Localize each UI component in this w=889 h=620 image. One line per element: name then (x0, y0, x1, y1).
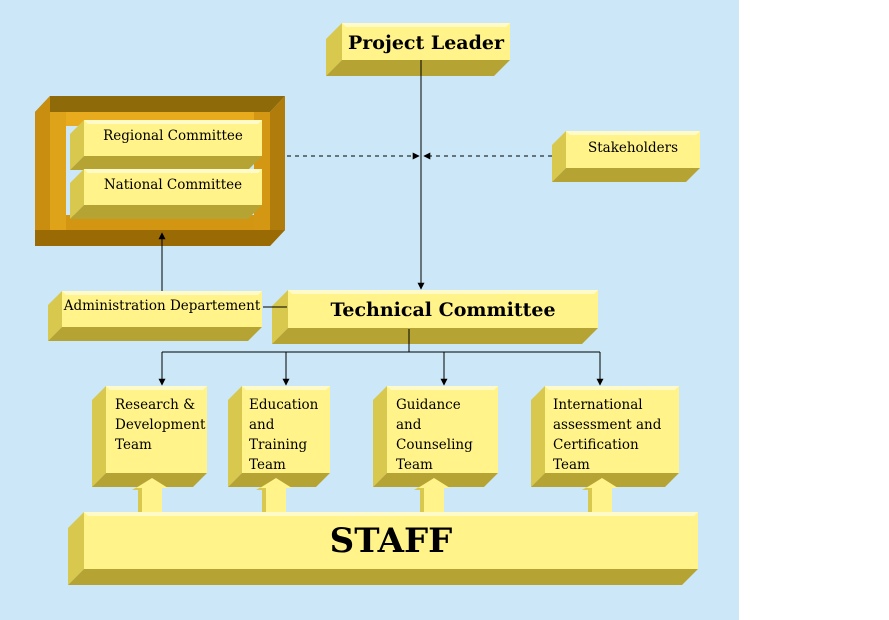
international-team-box (531, 386, 679, 487)
regional-committee-label: Regional Committee (103, 128, 243, 144)
technical-committee-label: Technical Committee (330, 299, 556, 321)
administration-department-label: Administration Departement (63, 298, 261, 314)
project-leader-box (326, 23, 510, 76)
staff-arrow-education-icon (256, 478, 292, 512)
regional-committee-box (70, 120, 262, 170)
staff-label: STAFF (329, 521, 453, 561)
project-leader-label: Project Leader (347, 32, 505, 54)
staff-arrow-guidance-icon (414, 478, 450, 512)
research-team-box (92, 386, 207, 487)
research-team-label: Research & Development Team (115, 397, 206, 453)
guidance-team-label: Guidance and Counseling Team (396, 397, 473, 473)
technical-committee-box (272, 290, 598, 344)
international-team-label: International assessment and Certificati… (553, 397, 662, 473)
staff-arrow-international-icon (582, 478, 618, 512)
national-committee-box (70, 169, 262, 219)
staff-arrow-research-icon (132, 478, 168, 512)
connectors (158, 60, 604, 386)
stakeholders-label: Stakeholders (587, 140, 679, 156)
stakeholders-box (552, 131, 700, 182)
national-committee-label: National Committee (103, 177, 243, 193)
education-team-label: Education and Training Team (249, 397, 319, 473)
staff-box (68, 512, 698, 585)
administration-department-box (48, 291, 262, 341)
